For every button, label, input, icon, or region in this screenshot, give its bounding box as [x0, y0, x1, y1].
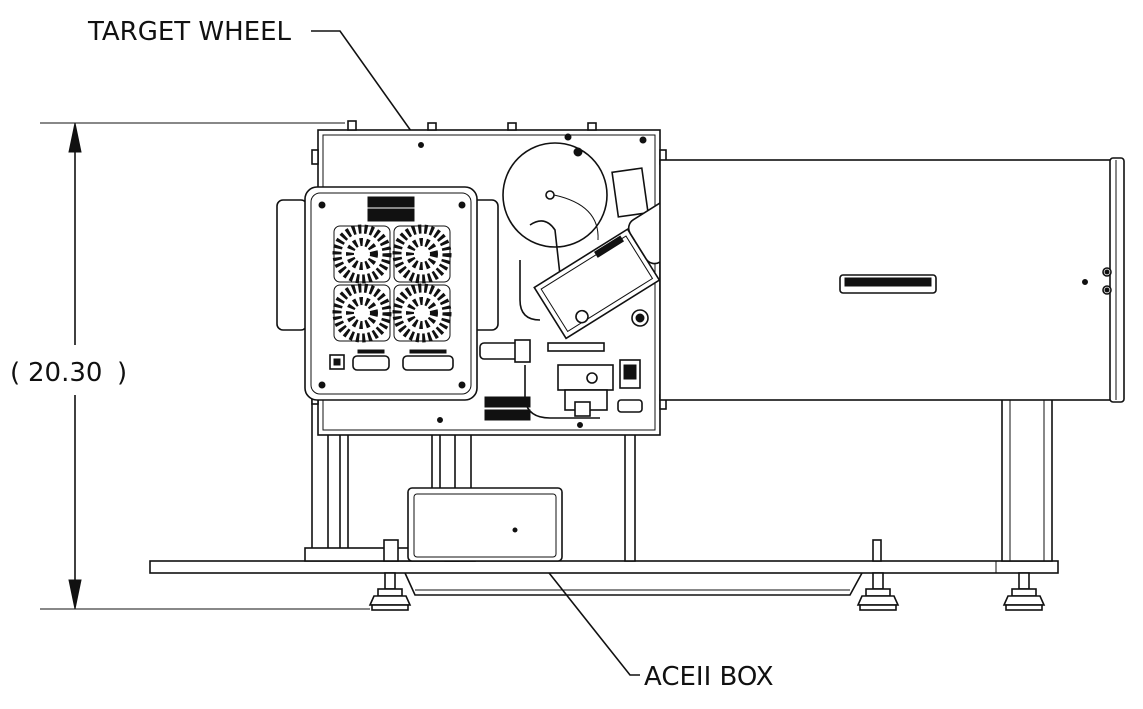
aceii-box-label: ACEII BOX — [644, 662, 774, 692]
electronics-enclosure — [304, 186, 478, 401]
aceii-box-callout: ACEII BOX — [514, 529, 774, 692]
base-plate-top — [149, 560, 1059, 574]
fan-grille-bottom-left — [332, 283, 392, 343]
cylindrical-housing — [659, 157, 1125, 403]
foot-right — [1002, 572, 1046, 611]
fan-grille-bottom-right — [392, 283, 452, 343]
base-plate-rail — [404, 572, 863, 596]
foot-middle — [856, 572, 900, 611]
post-stub — [872, 539, 882, 562]
target-wheel-leader — [311, 30, 422, 146]
electronics-box — [276, 186, 499, 401]
dimension-open-paren: ( — [10, 358, 20, 388]
fan-grille-top-right — [392, 224, 452, 284]
target-wheel — [502, 142, 649, 248]
target-wheel-callout: TARGET WHEEL — [87, 17, 422, 146]
base-plate — [149, 560, 1059, 596]
dimension-arrow-up — [68, 122, 82, 153]
fan-grille-top-left — [332, 224, 392, 284]
dimension-close-paren: ) — [117, 358, 127, 388]
aceii-box — [407, 487, 563, 562]
height-dimension: ( 20.30 ) — [10, 122, 370, 610]
aceii-box-leader — [514, 529, 640, 676]
dimension-value: 20.30 — [28, 358, 102, 388]
dimension-arrow-down — [68, 579, 82, 610]
target-wheel-label: TARGET WHEEL — [87, 17, 292, 47]
foot-left — [368, 572, 412, 611]
valve-assembly — [479, 220, 643, 421]
leveling-feet — [368, 539, 1046, 611]
